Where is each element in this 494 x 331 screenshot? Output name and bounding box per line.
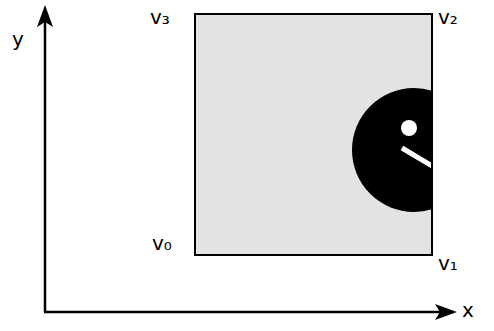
vertex-label: v₁: [438, 252, 458, 275]
vertex-label: v₀: [152, 232, 172, 255]
face-eye: [401, 120, 417, 136]
x-axis: [44, 311, 440, 314]
smiley-face: [352, 88, 432, 212]
face-disc: [352, 88, 432, 212]
vertex-label: v₃: [150, 6, 170, 29]
y-axis: [44, 22, 47, 312]
vertex-label: v₂: [438, 6, 458, 29]
x-axis-arrowhead: [435, 304, 457, 320]
face-mouth: [402, 148, 432, 167]
axis-label: x: [462, 299, 474, 322]
axis-label: y: [12, 28, 24, 51]
y-axis-arrowhead: [37, 5, 53, 27]
square-border: [195, 14, 432, 255]
